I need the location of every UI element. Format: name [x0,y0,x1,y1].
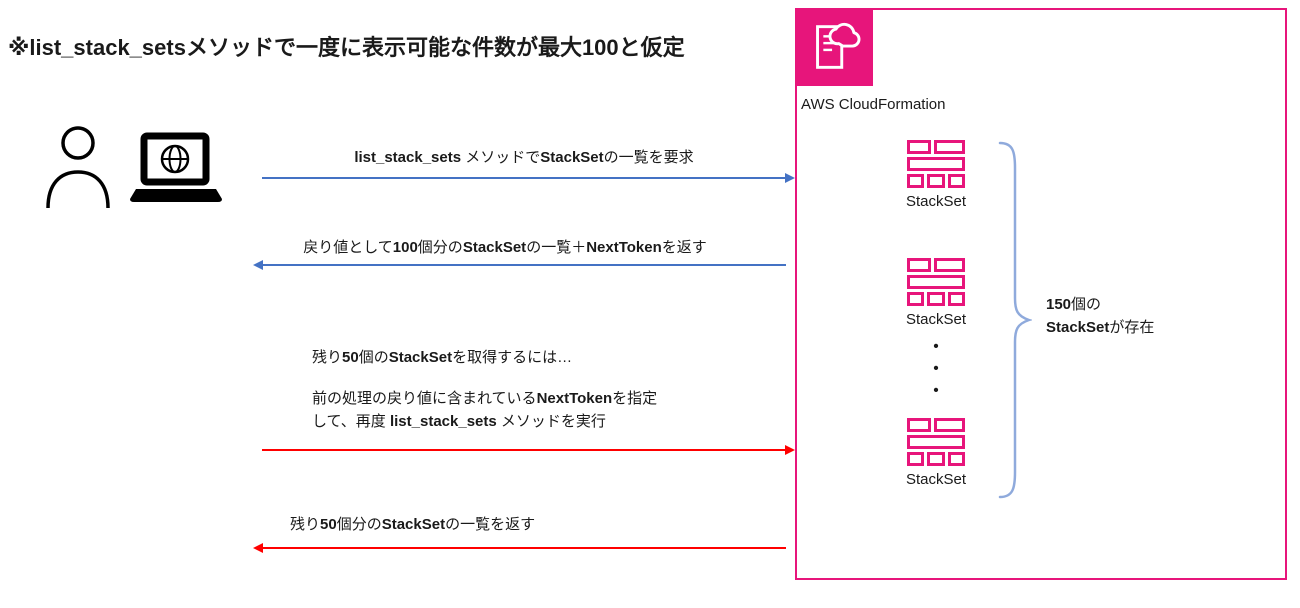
stackset-label: StackSet [905,471,967,488]
label-nexttoken-line1: 前の処理の戻り値に含まれているNextTokenを指定 [312,390,658,407]
laptop-globe-icon [130,132,222,202]
stackset-count-line2: StackSetが存在 [1046,319,1155,336]
more-items-ellipsis: • • • [933,338,939,399]
stackset-label: StackSet [905,193,967,210]
assumption-note: ※list_stack_setsメソッドで一度に表示可能な件数が最大100と仮定 [8,35,685,60]
arrow-request-first [262,177,786,179]
stackset-count-note: 150個の StackSetが存在 [1046,293,1154,339]
stackset-stack-icon [907,258,965,306]
cloudformation-icon [795,8,873,86]
arrow-request-second [262,449,786,451]
arrow-response-first [262,264,786,266]
curly-brace [998,141,1032,499]
label-response-second: 残り50個分のStackSetの一覧を返す [290,516,536,533]
label-remaining-note: 残り50個のStackSetを取得するには… [312,349,573,366]
label-request-first: list_stack_sets メソッドでStackSetの一覧を要求 [354,149,694,166]
stackset-stack-icon [907,418,965,466]
label-response-first: 戻り値として100個分のStackSetの一覧＋NextTokenを返す [303,239,707,256]
cloudformation-label: AWS CloudFormation [801,96,946,113]
arrow-response-second [262,547,786,549]
stackset-stack-icon [907,140,965,188]
label-nexttoken-line2: して、再度 list_stack_sets メソッドを実行 [312,413,606,430]
cloudformation-boundary [795,8,1287,580]
person-icon [46,126,110,209]
stackset-count-line1: 150個の [1046,296,1102,313]
stackset-label: StackSet [905,311,967,328]
